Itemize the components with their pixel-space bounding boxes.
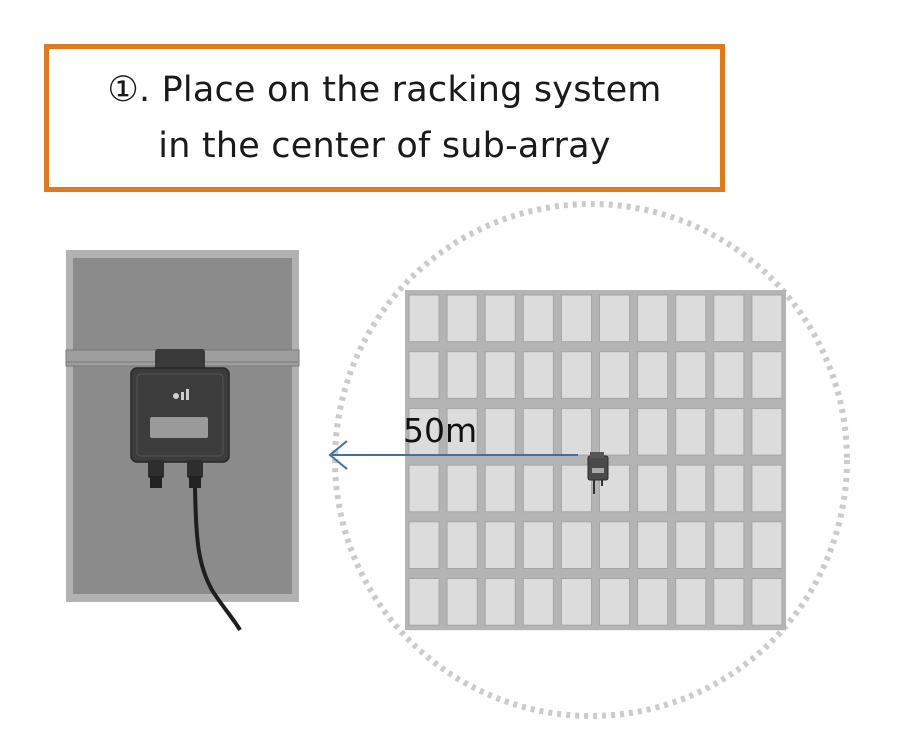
solar-module [675, 407, 707, 456]
solar-module [408, 521, 440, 569]
solar-module [599, 521, 631, 569]
solar-module [446, 351, 478, 399]
solar-module [484, 521, 516, 569]
solar-module [637, 521, 669, 569]
solar-module [637, 407, 669, 456]
solar-module [560, 351, 593, 399]
solar-module [484, 578, 516, 626]
solar-module [522, 464, 554, 513]
device-logo-icon [173, 389, 189, 400]
solar-module [560, 407, 593, 456]
solar-module [522, 351, 554, 399]
solar-module [408, 294, 440, 343]
device-cable [193, 487, 242, 632]
solar-module [560, 521, 593, 569]
distance-label: 50m [403, 411, 478, 450]
solar-module [599, 351, 631, 399]
solar-module [713, 407, 745, 456]
solar-module [484, 407, 516, 456]
instruction-line-1: ①. Place on the racking system [107, 70, 662, 110]
cable-gland-left [148, 460, 164, 478]
solar-module [522, 407, 554, 456]
monitoring-device [130, 349, 242, 632]
device-mount-bracket [155, 349, 205, 371]
solar-module [713, 294, 745, 343]
solar-module [713, 521, 745, 569]
solar-module [713, 351, 745, 399]
solar-module [675, 578, 707, 626]
solar-module [713, 578, 745, 626]
solar-module [751, 351, 783, 399]
solar-module [446, 294, 478, 343]
solar-module [637, 578, 669, 626]
solar-module [637, 351, 669, 399]
solar-module [675, 294, 707, 343]
solar-module [522, 578, 554, 626]
solar-module [484, 351, 516, 399]
solar-module [751, 521, 783, 569]
solar-module [560, 294, 593, 343]
solar-module [408, 351, 440, 399]
solar-module [484, 464, 516, 513]
solar-module [446, 407, 478, 456]
solar-module [408, 578, 440, 626]
solar-module [751, 578, 783, 626]
solar-module [599, 578, 631, 626]
solar-module [522, 294, 554, 343]
solar-module [751, 407, 783, 456]
solar-module [484, 294, 516, 343]
solar-module [751, 294, 783, 343]
solar-module [599, 294, 631, 343]
device-body [130, 367, 230, 463]
solar-array [405, 290, 786, 631]
distance-arrow [328, 440, 578, 470]
device-label-plate [150, 417, 208, 438]
solar-module [675, 351, 707, 399]
solar-module [713, 464, 745, 513]
solar-module [637, 464, 669, 513]
cable-gland-right [187, 460, 203, 478]
solar-module [675, 464, 707, 513]
solar-module [560, 578, 593, 626]
solar-module [408, 464, 440, 513]
solar-module [446, 578, 478, 626]
solar-module [446, 521, 478, 569]
solar-module [599, 407, 631, 456]
solar-module [637, 294, 669, 343]
solar-module [751, 464, 783, 513]
instruction-box: ①. Place on the racking system in the ce… [44, 44, 725, 192]
solar-module [675, 521, 707, 569]
solar-module [560, 464, 593, 513]
solar-module [446, 464, 478, 513]
solar-module [522, 521, 554, 569]
instruction-line-2: in the center of sub-array [158, 126, 611, 166]
array-device-icon [587, 452, 609, 494]
